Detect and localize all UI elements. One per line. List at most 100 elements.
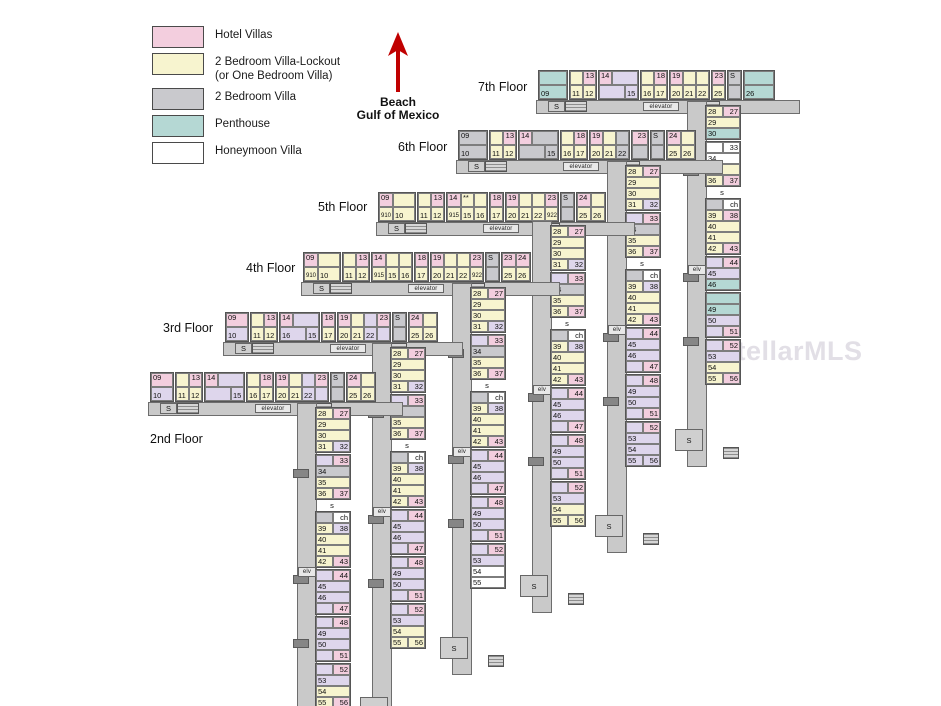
room-cell[interactable]: [616, 131, 629, 145]
room-cell[interactable]: s: [640, 259, 644, 268]
room-cell[interactable]: 55: [391, 637, 408, 648]
room-cell[interactable]: 30: [471, 310, 505, 321]
room-cell[interactable]: [626, 270, 643, 281]
stairs-marker-vertical[interactable]: S: [360, 697, 388, 706]
room-cell[interactable]: S: [561, 193, 574, 207]
room-cell[interactable]: 10: [318, 267, 340, 281]
room-cell[interactable]: 35: [316, 477, 350, 488]
room-cell[interactable]: 52: [723, 340, 740, 351]
room-cell[interactable]: [539, 71, 567, 85]
room-cell[interactable]: 45: [391, 521, 425, 532]
room-cell[interactable]: 22: [364, 327, 377, 341]
room-cell[interactable]: [551, 435, 568, 446]
room-cell[interactable]: 24: [516, 253, 530, 267]
room-cell[interactable]: 14: [280, 313, 293, 327]
room-cell[interactable]: 32: [568, 259, 585, 270]
room-cell[interactable]: ch: [408, 452, 425, 463]
room-cell[interactable]: 16: [474, 207, 487, 221]
room-cell[interactable]: 09: [459, 131, 487, 145]
room-cell[interactable]: 56: [568, 515, 585, 526]
room-cell[interactable]: 39: [706, 210, 723, 221]
room-cell[interactable]: [364, 313, 377, 327]
room-cell[interactable]: 46: [471, 472, 505, 483]
room-cell[interactable]: 44: [333, 570, 350, 581]
room-cell[interactable]: 39: [316, 523, 333, 534]
room-cell[interactable]: 41: [706, 232, 740, 243]
room-cell[interactable]: [316, 664, 333, 675]
room-cell[interactable]: 17: [415, 267, 428, 281]
room-cell[interactable]: 54: [391, 626, 425, 637]
room-cell[interactable]: 35: [626, 235, 660, 246]
room-cell[interactable]: 20: [338, 327, 351, 341]
room-cell[interactable]: 49: [706, 304, 740, 315]
room-cell[interactable]: 24: [347, 373, 361, 387]
room-cell[interactable]: 55: [626, 455, 643, 466]
room-cell[interactable]: [603, 131, 616, 145]
room-cell[interactable]: 910: [379, 207, 393, 221]
room-cell[interactable]: 915: [372, 267, 386, 281]
room-cell[interactable]: 52: [488, 544, 505, 555]
room-cell[interactable]: 09: [379, 193, 393, 207]
room-cell[interactable]: 48: [333, 617, 350, 628]
room-cell[interactable]: 40: [551, 352, 585, 363]
room-cell[interactable]: 46: [706, 279, 740, 290]
room-cell[interactable]: 32: [643, 199, 660, 210]
room-cell[interactable]: [176, 373, 189, 387]
room-cell[interactable]: 49: [391, 568, 425, 579]
room-cell[interactable]: 51: [408, 590, 425, 601]
room-cell[interactable]: 27: [643, 166, 660, 177]
room-cell[interactable]: [293, 313, 319, 327]
room-group[interactable]: S: [485, 252, 500, 282]
room-cell[interactable]: 16: [561, 145, 574, 159]
room-cell[interactable]: 55: [551, 515, 568, 526]
room-cell[interactable]: [474, 193, 487, 207]
room-cell[interactable]: 42: [551, 374, 568, 385]
room-cell[interactable]: [331, 387, 344, 401]
room-cell[interactable]: 19: [338, 313, 351, 327]
stairs-marker-vertical[interactable]: S: [595, 515, 623, 537]
room-cell[interactable]: 40: [706, 221, 740, 232]
room-cell[interactable]: 33: [333, 455, 350, 466]
room-cell[interactable]: 20: [431, 267, 444, 281]
room-cell[interactable]: 29: [471, 299, 505, 310]
room-cell[interactable]: [418, 193, 431, 207]
room-cell[interactable]: [361, 373, 375, 387]
room-group[interactable]: s: [550, 319, 586, 328]
elevator-marker[interactable]: elevator: [563, 162, 599, 171]
room-cell[interactable]: 21: [289, 387, 302, 401]
stairs-marker[interactable]: S: [388, 223, 405, 234]
room-cell[interactable]: [551, 482, 568, 493]
room-cell[interactable]: [706, 199, 723, 210]
room-cell[interactable]: [316, 650, 333, 661]
room-cell[interactable]: 17: [490, 207, 503, 221]
room-cell[interactable]: 36: [391, 428, 408, 439]
room-cell[interactable]: 54: [626, 444, 660, 455]
room-cell[interactable]: 23: [377, 313, 390, 327]
room-cell[interactable]: 30: [551, 248, 585, 259]
room-cell[interactable]: 922: [470, 267, 483, 281]
room-cell[interactable]: [471, 483, 488, 494]
room-cell[interactable]: 28: [471, 288, 488, 299]
room-cell[interactable]: 41: [551, 363, 585, 374]
room-cell[interactable]: [486, 267, 499, 281]
room-cell[interactable]: 11: [490, 145, 503, 159]
room-cell[interactable]: 47: [488, 483, 505, 494]
room-cell[interactable]: 36: [551, 306, 568, 317]
room-cell[interactable]: 18: [322, 313, 335, 327]
room-cell[interactable]: 42: [471, 436, 488, 447]
room-cell[interactable]: 19: [590, 131, 603, 145]
room-cell[interactable]: 44: [408, 510, 425, 521]
room-cell[interactable]: 54: [471, 566, 505, 577]
room-cell[interactable]: [706, 326, 723, 337]
